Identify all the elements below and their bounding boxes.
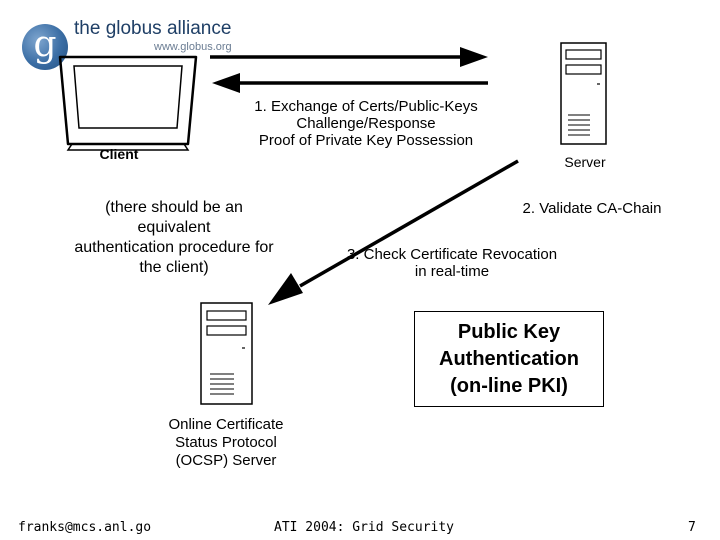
ocsp-line: Status Protocol xyxy=(175,434,277,451)
arrow-client-to-server xyxy=(210,47,488,67)
note-line: the client) xyxy=(139,259,209,276)
globus-logo-mark: g xyxy=(33,24,57,65)
step1-line: Challenge/Response xyxy=(296,115,436,132)
note-line: (there should be an xyxy=(105,199,243,216)
ocsp-server-icon xyxy=(200,302,253,405)
step2-text: 2. Validate CA-Chain xyxy=(522,200,662,217)
pki-line: (on-line PKI) xyxy=(450,374,568,397)
ocsp-server-label: Online Certificate Status Protocol (OCSP… xyxy=(140,416,312,470)
step1-text: 1. Exchange of Certs/Public-Keys Challen… xyxy=(218,98,514,149)
client-monitor-icon xyxy=(58,55,198,151)
ocsp-line: Online Certificate xyxy=(168,416,284,433)
client-equivalent-note: (there should be an equivalent authentic… xyxy=(52,198,296,278)
arrow-server-to-client xyxy=(212,73,488,93)
ocsp-line: (OCSP) Server xyxy=(175,452,277,469)
pki-summary-box: Public Key Authentication (on-line PKI) xyxy=(414,311,604,407)
client-label: Client xyxy=(99,146,139,162)
footer-author: franks@mcs.anl.go xyxy=(18,520,152,535)
globus-logo: g the globus alliance www.globus.org xyxy=(22,14,252,74)
server-tower-icon xyxy=(560,42,607,145)
note-line: equivalent xyxy=(137,219,211,236)
step1-line: Proof of Private Key Possession xyxy=(258,132,474,149)
server-label: Server xyxy=(564,154,606,170)
note-line: authentication procedure for xyxy=(74,239,274,256)
globus-logo-name: the globus alliance xyxy=(74,18,232,39)
step3-line: in real-time xyxy=(414,263,490,280)
step3-line: 3. Check Certificate Revocation xyxy=(346,246,558,263)
pki-line: Public Key xyxy=(457,320,561,343)
footer-title: ATI 2004: Grid Security xyxy=(274,520,455,535)
arrow-server-to-ocsp xyxy=(268,159,519,305)
step3-text: 3. Check Certificate Revocation in real-… xyxy=(330,246,574,280)
globus-logo-url: www.globus.org xyxy=(154,41,232,53)
page-number: 7 xyxy=(688,520,696,535)
step1-line: 1. Exchange of Certs/Public-Keys xyxy=(254,98,478,115)
pki-line: Authentication xyxy=(439,347,579,370)
